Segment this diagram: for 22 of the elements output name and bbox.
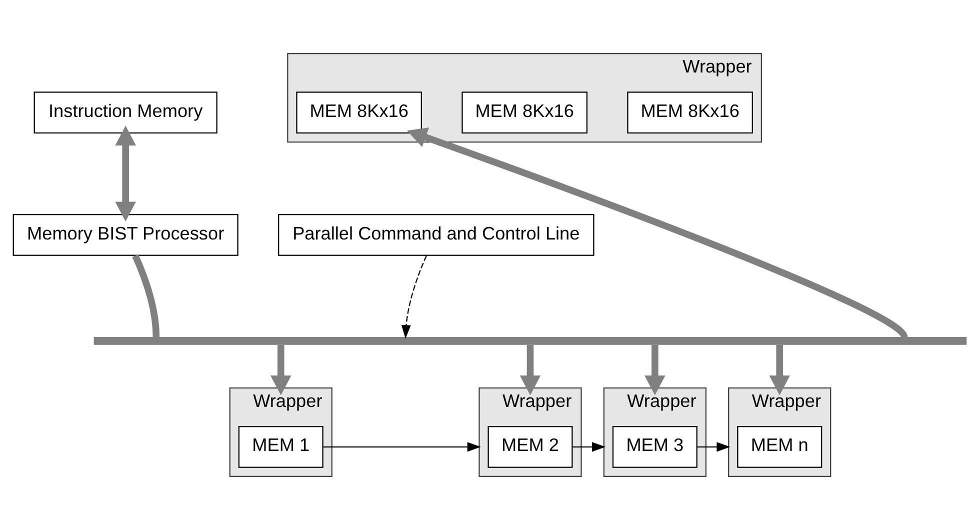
node-box: Instruction Memory [34,91,218,134]
node-box: MEM 8Kx16 [462,91,588,134]
connector [132,254,160,337]
arrow [644,344,666,395]
arrow [769,344,790,395]
arrow [406,126,907,339]
node-box: MEM 8Kx16 [296,91,422,134]
node-box: MEM 3 [612,425,698,468]
arrow [401,254,427,338]
node-bar [94,336,967,344]
arrow [270,344,292,395]
node-box: MEM 8Kx16 [627,91,753,134]
node-box: MEM 1 [238,425,324,468]
arrow [323,442,481,452]
node-box: MEM n [737,425,822,468]
arrow [115,125,136,221]
node-box: Parallel Command and Control Line [278,214,594,256]
arrow [697,442,730,452]
node-box: Memory BIST Processor [12,214,238,256]
arrow [520,344,541,395]
node-box: MEM 2 [488,425,573,468]
arrow [572,442,606,452]
